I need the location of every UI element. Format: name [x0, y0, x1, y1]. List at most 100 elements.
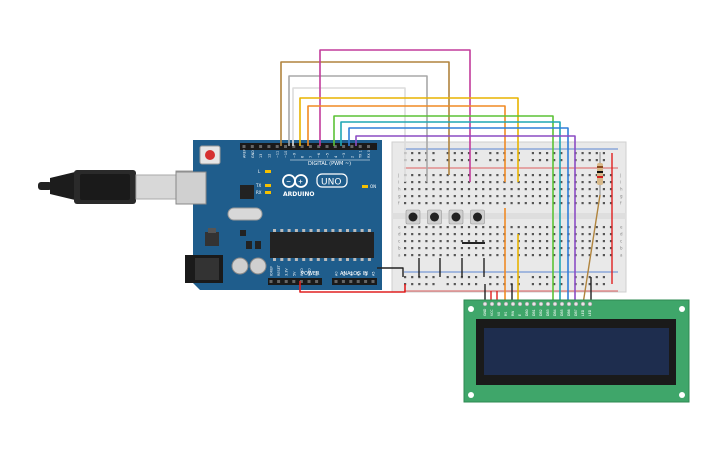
- push-button[interactable]: [405, 209, 421, 225]
- wire-white-pin10: [292, 87, 406, 182]
- digital-pin-label: ~11: [276, 151, 280, 158]
- digital-pin-3[interactable]: [267, 145, 271, 148]
- digital-pin-label: ~5: [326, 153, 330, 158]
- digital-pin-15[interactable]: [367, 145, 370, 148]
- digital-pin-label: AREF: [243, 149, 247, 158]
- breadboard-row-label: h: [620, 187, 623, 192]
- digital-pin-label: 4: [334, 156, 338, 158]
- digital-pin-label: 2: [350, 156, 354, 158]
- power-pin-label: IOREF: [270, 266, 274, 276]
- svg-text:−: −: [286, 179, 291, 186]
- digital-pin-9[interactable]: [317, 145, 321, 148]
- lcd-pin-label: RW: [511, 310, 515, 316]
- power-pin-1[interactable]: [277, 280, 281, 283]
- breadboard-row-label: i: [620, 180, 621, 185]
- lcd-pin[interactable]: [573, 301, 579, 307]
- power-section-label: POWER: [301, 271, 320, 277]
- breadboard-row-label: g: [398, 194, 401, 199]
- push-buttons: [405, 209, 485, 225]
- digital-pin-10[interactable]: [325, 145, 329, 148]
- digital-pin-14[interactable]: [358, 145, 362, 148]
- lcd-pin[interactable]: [552, 301, 558, 307]
- lcd-pin[interactable]: [496, 301, 502, 307]
- digital-pin-label: TX 1: [359, 150, 363, 159]
- digital-pin-2[interactable]: [259, 145, 263, 148]
- breadboard-row-label: h: [398, 187, 401, 192]
- analog-pin-0[interactable]: [334, 280, 338, 283]
- power-pin-label: GND: [308, 268, 312, 276]
- breadboard-row-label: e: [620, 225, 623, 230]
- power-pin-6[interactable]: [315, 280, 319, 283]
- wire-black-gnd: [377, 267, 404, 277]
- lcd-pin[interactable]: [531, 301, 537, 307]
- lcd-pin[interactable]: [559, 301, 565, 307]
- digital-pin-label: ~6: [317, 153, 321, 158]
- analog-pin-3[interactable]: [356, 280, 360, 283]
- lcd-pin[interactable]: [482, 301, 488, 307]
- wire-purple-pin3: [355, 135, 576, 203]
- digital-pin-5[interactable]: [284, 145, 287, 148]
- digital-pin-12[interactable]: [342, 145, 346, 148]
- breadboard-row-label: a: [620, 253, 623, 258]
- arduino-logo: − +: [282, 174, 308, 188]
- lcd-pin-label: DB3: [546, 309, 550, 316]
- lcd-pin[interactable]: [503, 301, 509, 307]
- lcd-pin[interactable]: [538, 301, 544, 307]
- digital-pin-7[interactable]: [300, 145, 304, 148]
- lcd-pin-label: DB7: [574, 309, 578, 316]
- power-pin-0[interactable]: [269, 280, 273, 283]
- digital-pin-1[interactable]: [250, 145, 254, 148]
- breadboard-row-label: d: [398, 232, 401, 237]
- breadboard-row-label: a: [398, 253, 401, 258]
- analog-pin-label: A2: [349, 272, 353, 276]
- analog-pin-label: A5: [372, 272, 376, 276]
- power-pin-label: 3.3V: [285, 268, 289, 276]
- wire-yellow-pin8: [299, 97, 519, 182]
- breadboard-row-label: f: [620, 201, 622, 206]
- push-button[interactable]: [448, 209, 464, 225]
- power-pin-4[interactable]: [299, 280, 303, 283]
- arduino-brand: ARDUINO: [283, 191, 314, 198]
- arduino-model: UNO: [321, 178, 341, 188]
- resistor: [597, 152, 603, 195]
- digital-header: [240, 143, 377, 150]
- lcd-pin[interactable]: [510, 301, 516, 307]
- lcd-pin[interactable]: [517, 301, 523, 307]
- rx-led-label: RX: [256, 190, 262, 195]
- lcd-pin[interactable]: [489, 301, 495, 307]
- power-pin-label: RESET: [277, 264, 281, 276]
- breadboard-row-label: e: [398, 225, 401, 230]
- power-pin-2[interactable]: [284, 280, 288, 283]
- lcd-pin-label: DB0: [525, 309, 529, 316]
- digital-pin-8[interactable]: [308, 145, 312, 148]
- lcd-pin[interactable]: [580, 301, 586, 307]
- usb-cable: [38, 170, 197, 204]
- power-pin-5[interactable]: [307, 280, 311, 283]
- analog-pin-2[interactable]: [349, 280, 353, 283]
- breadboard-row-label: j: [397, 173, 399, 178]
- digital-pin-label: 12: [267, 154, 271, 158]
- analog-pin-4[interactable]: [364, 280, 368, 283]
- lcd-pin[interactable]: [524, 301, 530, 307]
- digital-pin-6[interactable]: [292, 145, 296, 148]
- digital-pin-label: 7: [309, 156, 313, 158]
- lcd-pin[interactable]: [587, 301, 593, 307]
- analog-pin-5[interactable]: [371, 280, 375, 283]
- digital-pin-label: GND: [251, 150, 255, 158]
- digital-pin-13[interactable]: [350, 145, 354, 148]
- digital-pin-label: ~10: [284, 151, 288, 158]
- push-button[interactable]: [470, 209, 485, 225]
- push-button[interactable]: [427, 209, 442, 225]
- breadboard-row-label: c: [620, 239, 622, 244]
- analog-header: [332, 278, 377, 285]
- power-pin-3[interactable]: [292, 280, 296, 283]
- digital-pin-0[interactable]: [242, 145, 246, 148]
- digital-pin-4[interactable]: [275, 145, 279, 148]
- lcd-pin-label: GND: [483, 308, 487, 316]
- analog-pin-1[interactable]: [341, 280, 345, 283]
- lcd-pin[interactable]: [545, 301, 551, 307]
- lcd-screen: [484, 328, 669, 375]
- digital-pin-11[interactable]: [333, 145, 337, 148]
- breadboard-row-label: b: [398, 246, 401, 251]
- lcd-pin[interactable]: [566, 301, 572, 307]
